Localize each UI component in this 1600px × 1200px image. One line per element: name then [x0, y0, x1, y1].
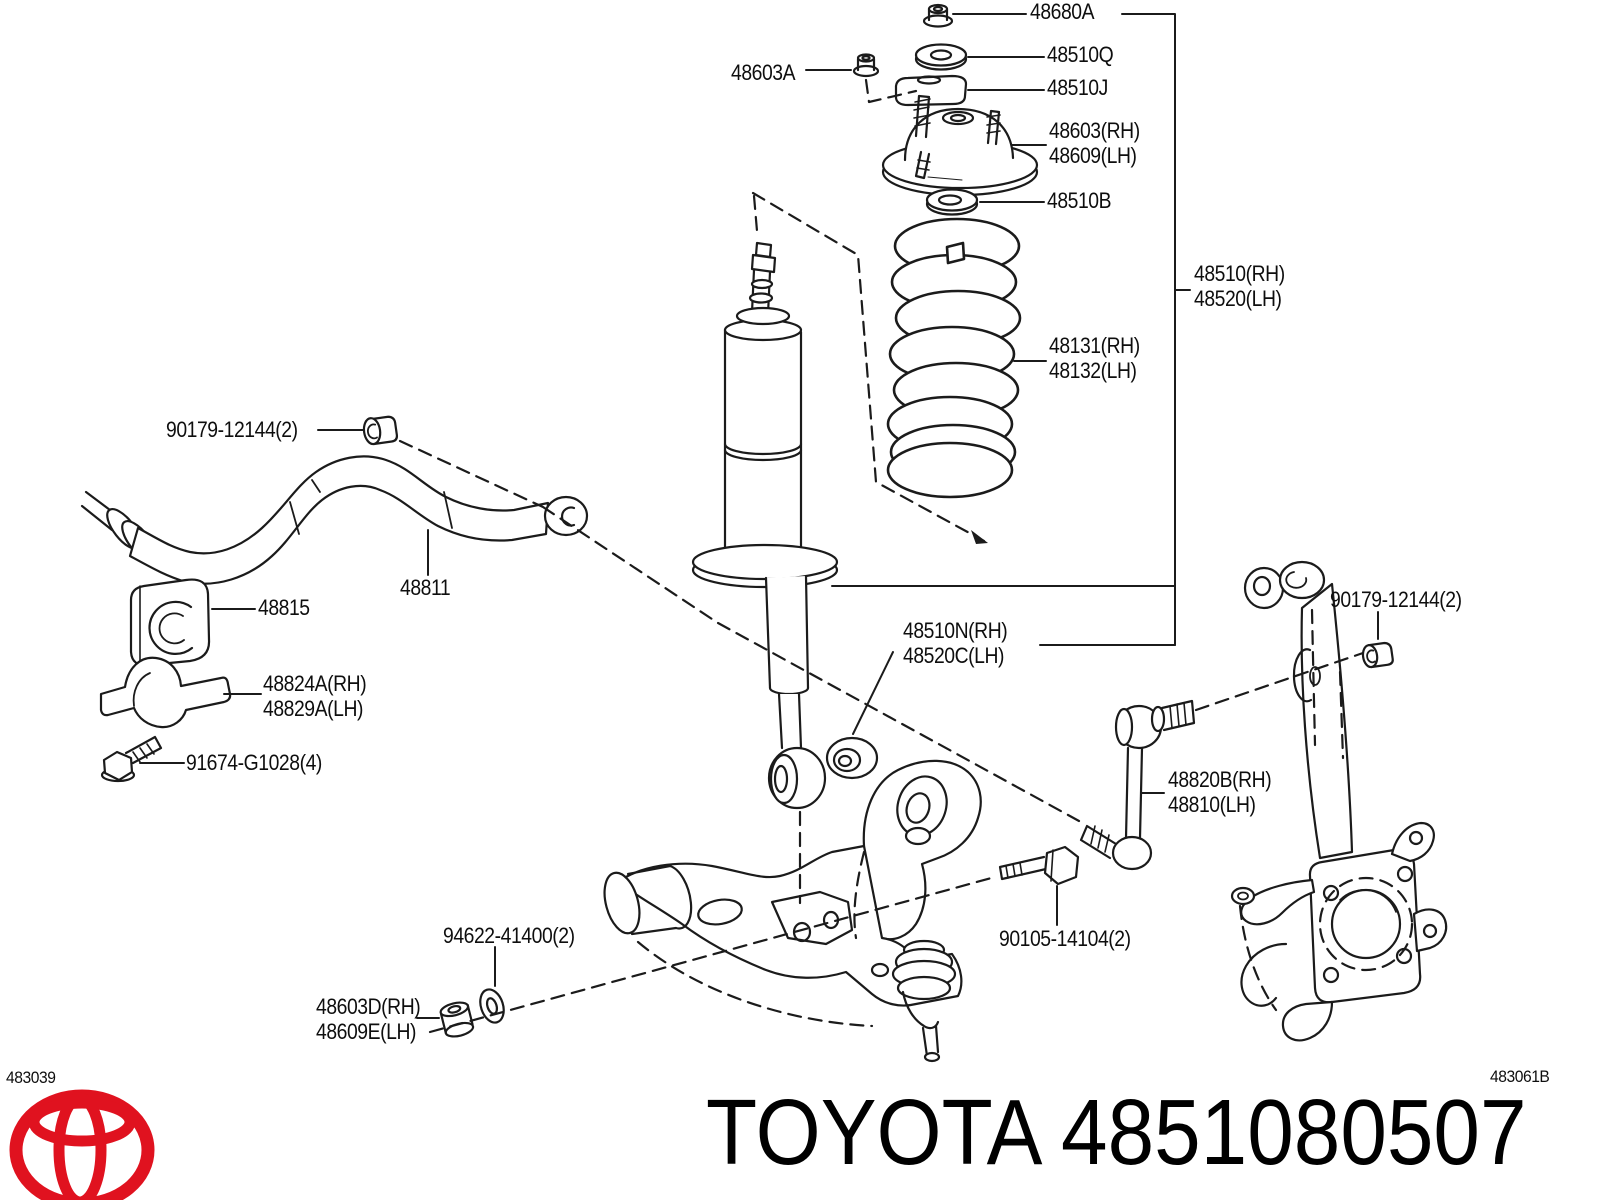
lower-control-arm-drawing [603, 759, 982, 1063]
washer-48510q-drawing [914, 43, 968, 71]
stabilizer-bar-drawing [80, 455, 589, 585]
callout-48603-48609: 48603(RH) 48609(LH) [1049, 118, 1140, 168]
stabilizer-bolt-drawing [100, 735, 163, 783]
page-title: TOYOTA 4851080507 [706, 1080, 1527, 1184]
callout-48510n-48520c: 48510N(RH) 48520C(LH) [903, 618, 1008, 668]
callout-48811: 48811 [400, 575, 451, 600]
callout-48603a: 48603A [731, 60, 796, 85]
stabilizer-bushing-drawing [129, 578, 211, 667]
assembly-dashed-lines [398, 78, 1414, 1034]
sheet-code-right: 483061B [1490, 1067, 1550, 1086]
washer-48510b-drawing [925, 188, 979, 216]
callout-48680a: 48680A [1030, 0, 1095, 24]
callout-90179-left: 90179-12144(2) [166, 417, 298, 442]
callout-48815: 48815 [258, 595, 310, 620]
link-nut-right-drawing [1361, 641, 1394, 669]
callout-48824a-48829a: 48824A(RH) 48829A(LH) [263, 671, 367, 721]
callout-48510j: 48510J [1047, 75, 1108, 100]
callout-48510-48520: 48510(RH) 48520(LH) [1194, 261, 1285, 311]
leader-lines [139, 13, 1379, 1019]
stabilizer-bracket-drawing [99, 656, 232, 729]
sheet-code-left: 483039 [6, 1068, 56, 1087]
dashed-arrowhead [971, 530, 988, 544]
callout-94622: 94622-41400(2) [443, 923, 575, 948]
nut-48603a-drawing [852, 53, 880, 78]
nut-48680a-drawing [922, 3, 954, 28]
toyota-logo-icon [9, 1089, 155, 1200]
strut-support-drawing [881, 94, 1039, 197]
callout-48510b: 48510B [1047, 188, 1112, 213]
callout-90179-right: 90179-12144(2) [1330, 587, 1462, 612]
shock-absorber-drawing [691, 241, 839, 810]
stabilizer-link-drawing [1079, 699, 1196, 871]
callout-48510q: 48510Q [1047, 42, 1114, 67]
arm-bolt-drawing [998, 845, 1080, 886]
arm-washer-drawing [479, 988, 505, 1024]
callout-91674: 91674-G1028(4) [186, 750, 322, 775]
steering-knuckle-drawing [1230, 560, 1448, 1042]
callout-48603d-48609e: 48603D(RH) 48609E(LH) [316, 994, 421, 1044]
stab-nut-left-drawing [362, 415, 399, 446]
callout-48131-48132: 48131(RH) 48132(LH) [1049, 333, 1140, 383]
shock-cushion-drawing [825, 736, 879, 780]
callout-90105: 90105-14104(2) [999, 926, 1131, 951]
coil-spring-drawing [886, 217, 1022, 499]
callout-48820b-48810: 48820B(RH) 48810(LH) [1168, 767, 1272, 817]
cushion-48510j-drawing [894, 74, 968, 107]
arm-nut-drawing [439, 1001, 475, 1038]
